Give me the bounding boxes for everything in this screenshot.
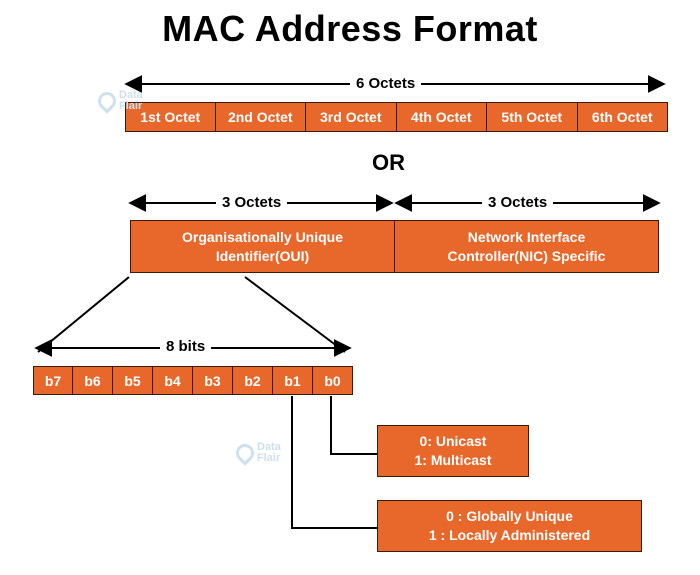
- watermark-logo-top: Data Flair: [94, 88, 149, 114]
- octet-row: 1st Octet 2nd Octet 3rd Octet 4th Octet …: [125, 102, 668, 132]
- bit-b5: b5: [113, 366, 153, 395]
- oui-line-2: Identifier(OUI): [215, 247, 310, 264]
- bit-b1: b1: [273, 366, 313, 395]
- bits-row: b7 b6 b5 b4 b3 b2 b1 b0: [33, 366, 353, 395]
- nic-line-2: Controller(NIC) Specific: [447, 247, 606, 264]
- watermark-logo-bottom: Data Flair: [232, 440, 287, 466]
- bit-b3: b3: [193, 366, 233, 395]
- eight-bits-label: 8 bits: [160, 338, 212, 356]
- oui-box: Organisationally Unique Identifier(OUI): [130, 220, 395, 273]
- b1-line-1: 0 : Globally Unique: [446, 508, 573, 524]
- b1-connector: [291, 396, 378, 529]
- bit-b4: b4: [153, 366, 193, 395]
- b0-line-2: 1: Multicast: [414, 452, 492, 468]
- b0-line-1: 0: Unicast: [419, 433, 487, 449]
- octet-2: 2nd Octet: [215, 102, 306, 132]
- bit-b2: b2: [233, 366, 273, 395]
- b1-line-2: 1 : Locally Administered: [428, 527, 591, 543]
- diagram-title: MAC Address Format: [162, 8, 538, 49]
- b0-connector: [330, 396, 378, 455]
- octet-6: 6th Octet: [577, 102, 668, 132]
- nic-box: Network Interface Controller(NIC) Specif…: [394, 220, 659, 273]
- watermark-icon: [94, 88, 120, 114]
- bit-b6: b6: [73, 366, 113, 395]
- octet-1: 1st Octet: [125, 102, 216, 132]
- or-label: OR: [372, 150, 405, 175]
- watermark-text: Data Flair: [119, 89, 143, 112]
- watermark-icon: [232, 440, 258, 466]
- oui-line-1: Organisationally Unique: [181, 228, 344, 245]
- bit-b7: b7: [33, 366, 73, 395]
- six-octets-label: 6 Octets: [350, 75, 422, 93]
- b0-meaning-box: 0: Unicast 1: Multicast: [377, 425, 529, 477]
- left-octets-label: 3 Octets: [216, 194, 288, 212]
- funnel-left-line: [37, 276, 130, 353]
- octet-3: 3rd Octet: [306, 102, 397, 132]
- b1-meaning-box: 0 : Globally Unique 1 : Locally Administ…: [377, 500, 642, 552]
- octet-5: 5th Octet: [487, 102, 578, 132]
- right-octets-label: 3 Octets: [482, 194, 554, 212]
- watermark-text: Data Flair: [257, 441, 281, 464]
- nic-line-1: Network Interface: [467, 228, 586, 245]
- bit-b0: b0: [313, 366, 353, 395]
- funnel-right-line: [244, 276, 346, 353]
- octet-4: 4th Octet: [396, 102, 487, 132]
